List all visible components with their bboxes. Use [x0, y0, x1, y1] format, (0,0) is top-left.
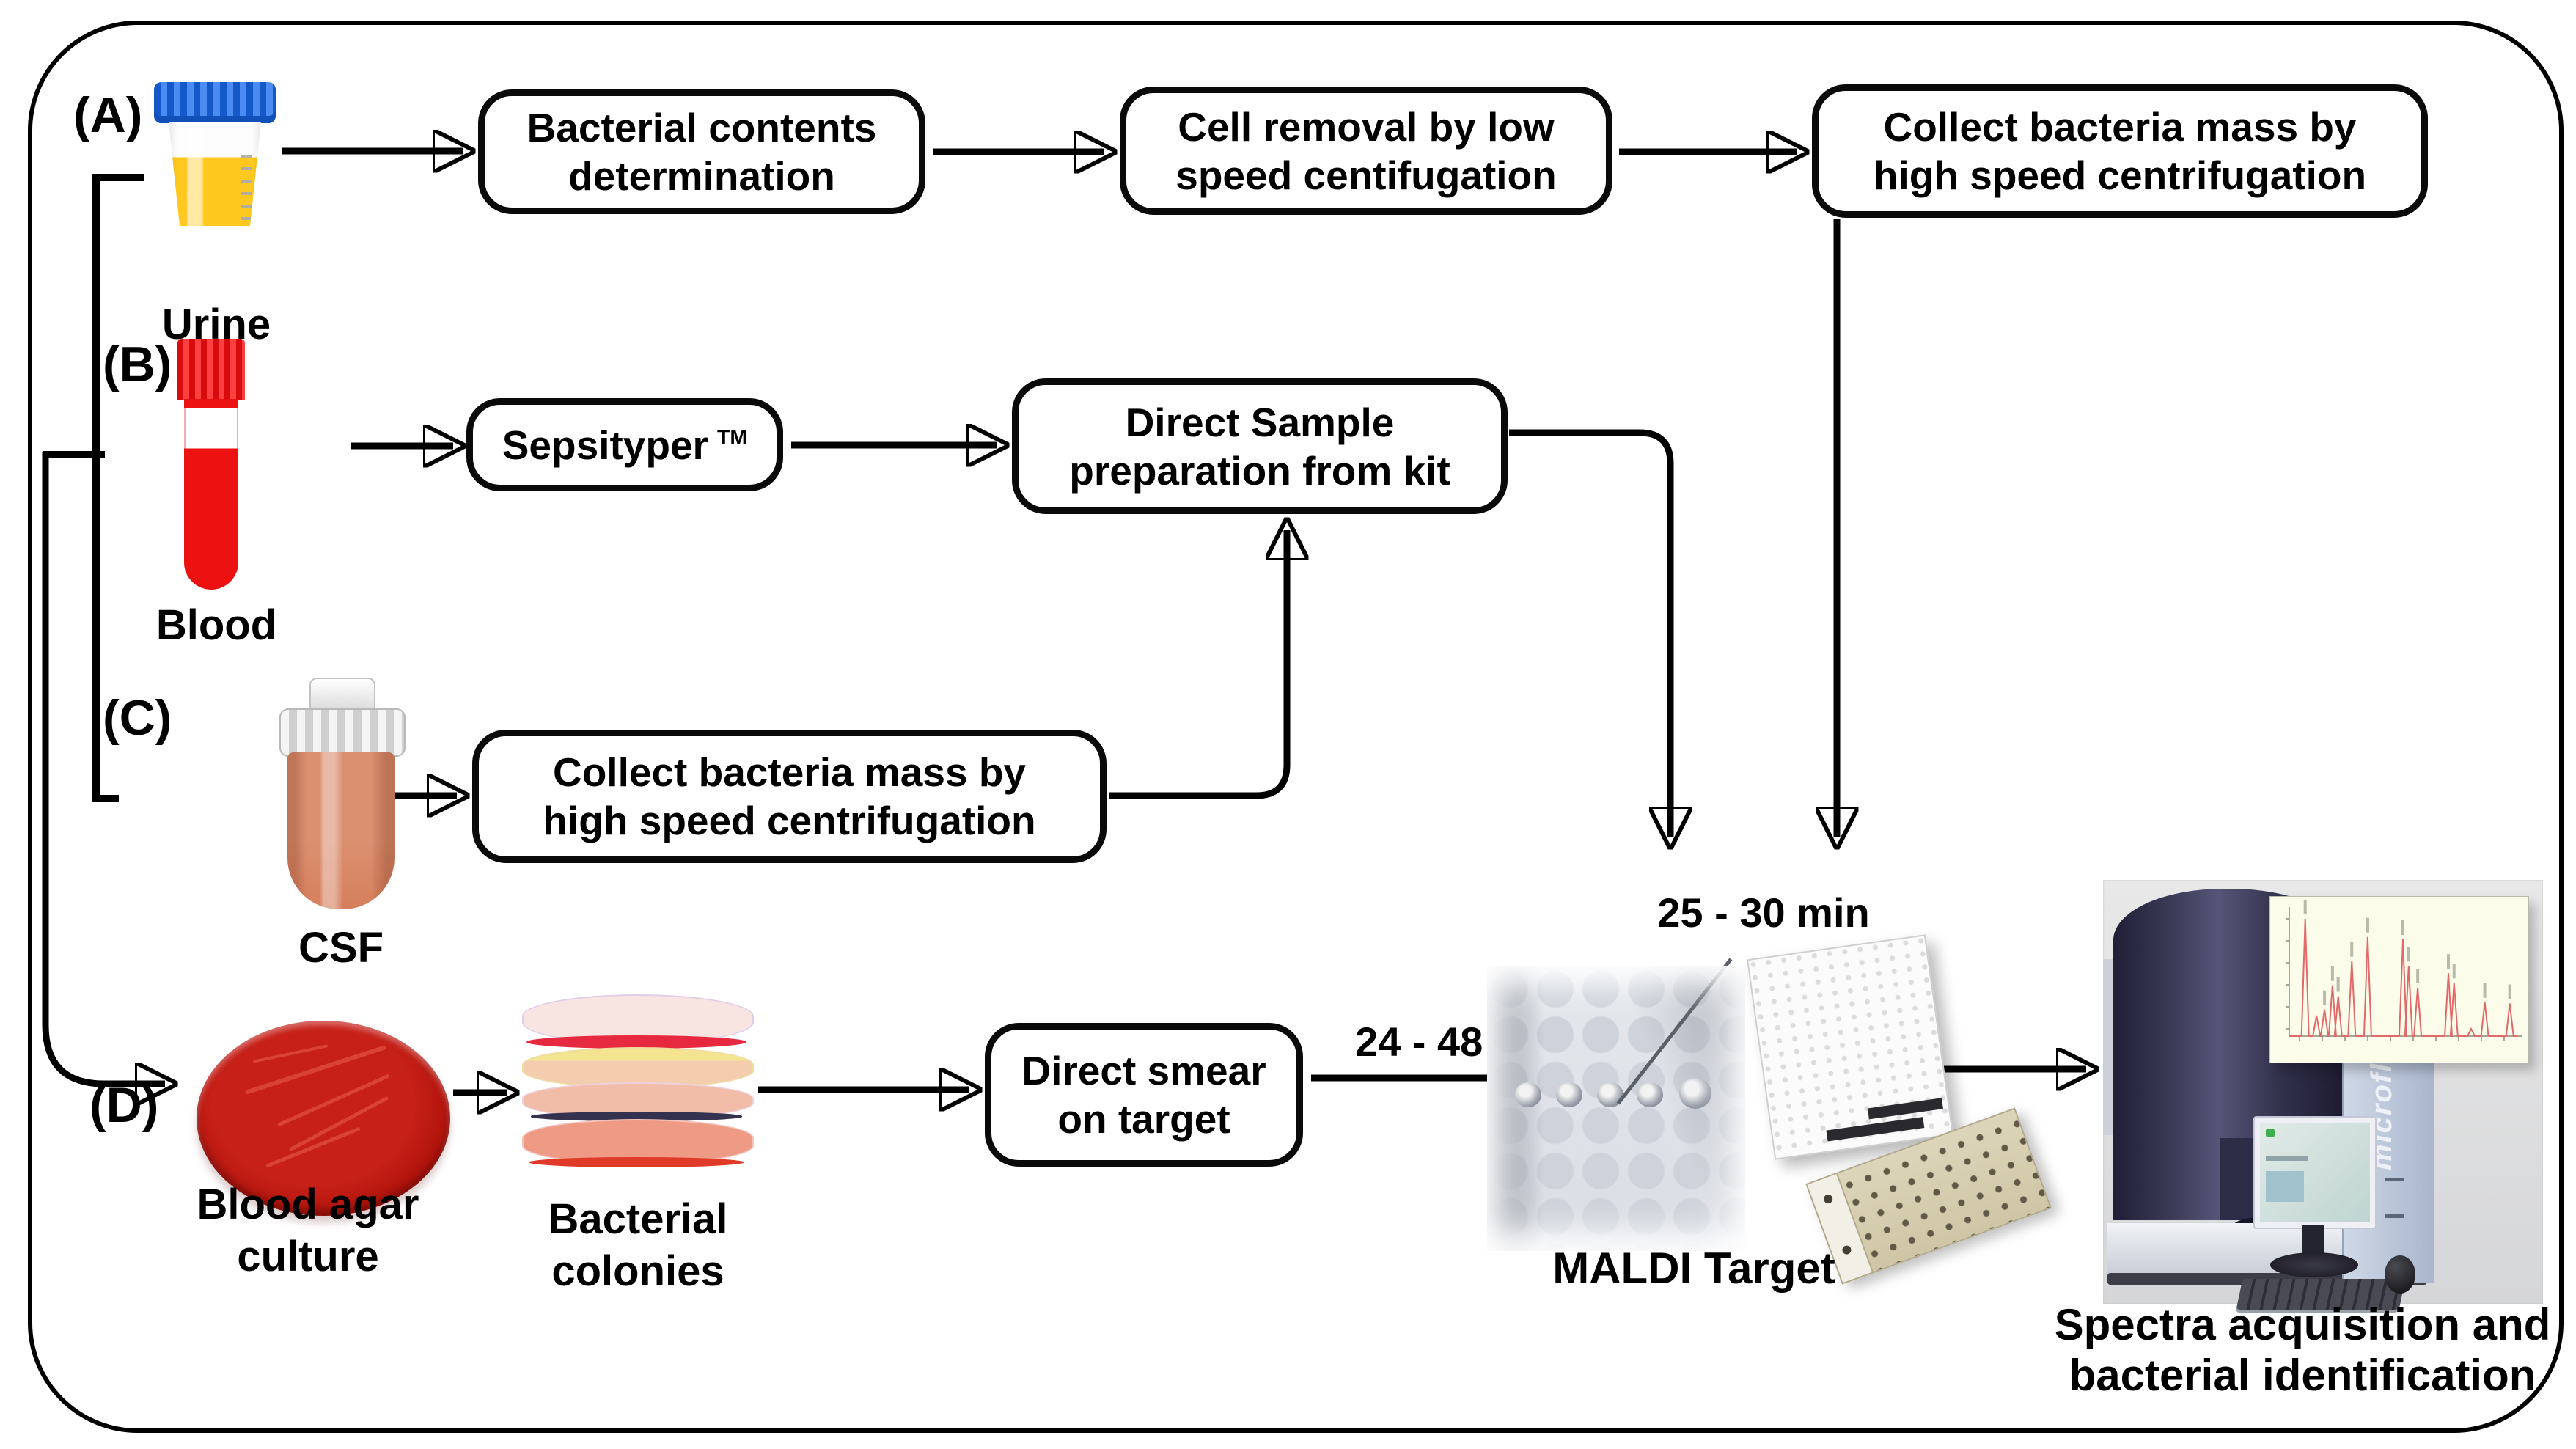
csf-cap-top — [309, 678, 375, 714]
spectra-caption-line2: bacterial identification — [2069, 1351, 2536, 1400]
box-collect-high-speed-top: Collect bacteria mass by high speed cent… — [1812, 84, 2428, 218]
bacterial-colonies-label-line1: Bacterial — [548, 1195, 728, 1243]
box-cell-removal: Cell removal by low speed centifugation — [1120, 87, 1612, 215]
blood-agar-label: Blood agar culture — [183, 1179, 433, 1283]
box-cell-removal-line2: speed centifugation — [1175, 152, 1557, 198]
box-bacterial-contents: Bacterial contents determination — [478, 89, 925, 214]
box-direct-smear: Direct smear on target — [985, 1023, 1303, 1167]
box-collect-top-line1: Collect bacteria mass by — [1883, 104, 2357, 150]
trademark-symbol: TM — [716, 426, 748, 450]
csf-label: CSF — [298, 924, 384, 972]
box-direct-smear-line2: on target — [1057, 1096, 1230, 1142]
box-direct-sample: Direct Sample preparation from kit — [1012, 378, 1508, 514]
time-25-30min-label: 25 - 30 min — [1657, 889, 1870, 936]
blood-tube-icon — [177, 339, 245, 592]
bacterial-colonies-label: Bacterial colonies — [513, 1194, 763, 1298]
computer-monitor — [2253, 1116, 2377, 1229]
mass-spectrometer-photo: microflex — [2103, 880, 2543, 1310]
maldi-plate-closeup-image — [1487, 958, 1745, 1251]
spotting-needle — [1616, 958, 1733, 1105]
bacterial-colonies-label-line2: colonies — [551, 1247, 724, 1295]
spectra-caption: Spectra acquisition and bacterial identi… — [2046, 1299, 2559, 1401]
box-collect-csf-line2: high speed centrifugation — [543, 798, 1036, 843]
csf-tube-body — [287, 752, 395, 909]
panel-b-tag: (B) — [103, 337, 172, 392]
maldi-96-target-image — [1746, 934, 1954, 1160]
urine-cap — [154, 82, 276, 123]
mouse — [2385, 1255, 2415, 1294]
box-direct-smear-line1: Direct smear — [1021, 1048, 1266, 1093]
box-direct-sample-line2: preparation from kit — [1069, 447, 1450, 494]
box-cell-removal-line1: Cell removal by low — [1178, 103, 1555, 150]
panel-c-tag: (C) — [103, 690, 172, 746]
panel-a-tag: (A) — [73, 87, 143, 143]
box-direct-sample-line1: Direct Sample — [1125, 399, 1395, 445]
panel-d-tag: (D) — [89, 1077, 159, 1133]
blood-tube-cap — [177, 339, 245, 400]
blood-tube-body — [184, 399, 238, 590]
maldi-target-label: MALDI Target — [1552, 1244, 1835, 1293]
box-collect-csf-line1: Collect bacteria mass by — [552, 749, 1026, 795]
urine-cup-body — [169, 122, 261, 226]
blood-label: Blood — [155, 601, 277, 649]
box-collect-top-line2: high speed centrifugation — [1873, 153, 2367, 198]
urine-cup-icon — [154, 82, 276, 226]
box-collect-high-speed-csf: Collect bacteria mass by high speed cent… — [472, 730, 1107, 863]
blood-agar-plate-image — [197, 1021, 450, 1216]
spectra-caption-line1: Spectra acquisition and — [2054, 1300, 2551, 1349]
csf-tube-icon — [276, 678, 406, 914]
box-bacterial-contents-line2: determination — [568, 153, 835, 199]
box-bacterial-contents-line1: Bacterial contents — [526, 105, 877, 150]
mass-spectrum-plot — [2269, 896, 2529, 1063]
blood-agar-label-line2: culture — [237, 1232, 379, 1280]
csf-cap-ring — [279, 708, 406, 757]
bacterial-colonies-image — [522, 994, 754, 1184]
blood-agar-label-line1: Blood agar — [197, 1181, 419, 1228]
